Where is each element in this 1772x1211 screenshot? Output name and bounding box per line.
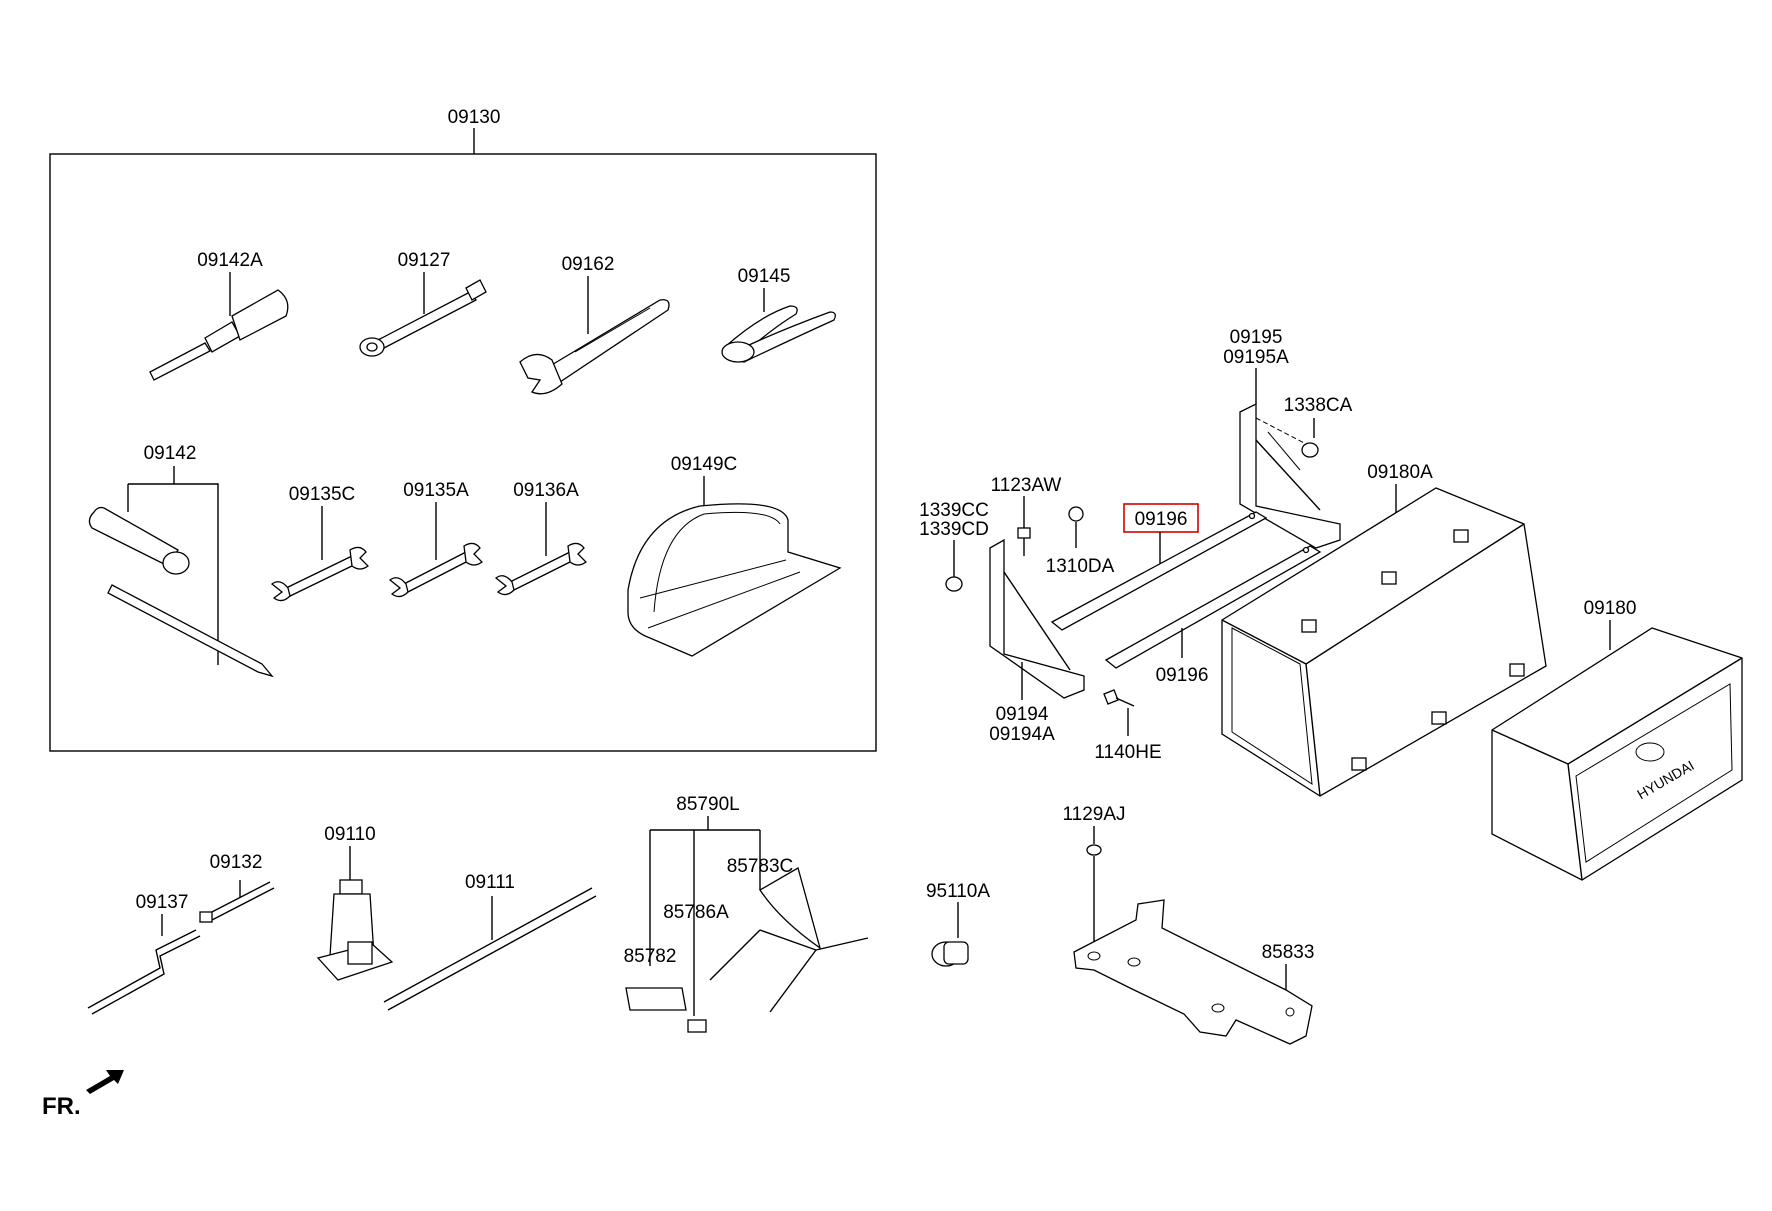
tool-box-09180[interactable]: HYUNDAI — [1491, 620, 1743, 881]
label-09195A[interactable]: 09195A — [1223, 347, 1289, 368]
label-09194[interactable]: 09194 — [996, 704, 1049, 725]
jack-handle-rod[interactable] — [383, 887, 597, 1011]
label-09137[interactable]: 09137 — [136, 892, 189, 913]
label-09149C[interactable]: 09149C — [671, 454, 738, 475]
label-09132[interactable]: 09132 — [210, 852, 263, 873]
strap-09196[interactable] — [1050, 511, 1322, 669]
label-85790L[interactable]: 85790L — [676, 794, 739, 815]
front-direction-indicator: FR. — [42, 1070, 124, 1120]
label-09194A[interactable]: 09194A — [989, 724, 1055, 745]
bolt-1140he[interactable] — [1103, 689, 1135, 736]
highlight-box — [1123, 503, 1199, 533]
label-95110A[interactable]: 95110A — [926, 881, 990, 902]
label-09135C[interactable]: 09135C — [289, 484, 356, 505]
label-1339CD[interactable]: 1339CD — [919, 519, 989, 540]
label-09196[interactable]: 09196 — [1156, 665, 1209, 686]
label-85786A[interactable]: 85786A — [663, 902, 729, 923]
arrow-icon — [86, 1070, 124, 1094]
label-09110[interactable]: 09110 — [324, 824, 375, 845]
socket-wrench[interactable] — [359, 272, 487, 357]
label-1310DA[interactable]: 1310DA — [1046, 556, 1115, 577]
label-85833[interactable]: 85833 — [1262, 942, 1315, 963]
label-09136A[interactable]: 09136A — [513, 480, 579, 501]
label-09180[interactable]: 09180 — [1584, 598, 1637, 619]
nut-1338ca[interactable] — [1301, 418, 1319, 458]
bolt-1123aw[interactable] — [1017, 496, 1031, 556]
nut-1339cc[interactable] — [945, 540, 963, 592]
label-09145[interactable]: 09145 — [738, 266, 791, 287]
pliers[interactable] — [721, 288, 836, 363]
label-09142A[interactable]: 09142A — [197, 250, 263, 271]
label-09142[interactable]: 09142 — [144, 443, 197, 464]
bracket-09194[interactable] — [989, 538, 1085, 700]
label-09135A[interactable]: 09135A — [403, 480, 469, 501]
spanner-09135a[interactable] — [388, 502, 483, 598]
tool-box-09180a[interactable] — [1221, 484, 1547, 797]
screwdriver-large[interactable] — [88, 466, 274, 678]
screw-1129aj[interactable] — [1086, 826, 1102, 946]
label-09195[interactable]: 09195 — [1230, 327, 1283, 348]
label-09111[interactable]: 09111 — [465, 872, 515, 893]
label-1140HE[interactable]: 1140HE — [1094, 742, 1161, 763]
label-85782[interactable]: 85782 — [624, 946, 677, 967]
nut-1310da[interactable] — [1068, 506, 1084, 548]
direction-label: FR. — [42, 1093, 81, 1120]
tool-kit-frame — [49, 153, 877, 752]
spanner-09136a[interactable] — [494, 502, 587, 596]
label-09180A[interactable]: 09180A — [1367, 462, 1433, 483]
hydraulic-jack[interactable] — [316, 846, 394, 981]
screwdriver-small[interactable] — [149, 272, 289, 381]
label-1129AJ[interactable]: 1129AJ — [1062, 804, 1125, 825]
label-09127[interactable]: 09127 — [398, 250, 451, 271]
bracket-09195[interactable] — [1239, 368, 1341, 549]
adjustable-wrench[interactable] — [519, 276, 670, 395]
crank-handle[interactable] — [87, 880, 275, 1015]
label-1338CA[interactable]: 1338CA — [1284, 395, 1353, 416]
warning-triangle-set[interactable] — [625, 816, 869, 1033]
label-1339CC[interactable]: 1339CC — [919, 500, 989, 521]
label-09162[interactable]: 09162 — [562, 254, 615, 275]
spanner-09135c[interactable] — [270, 506, 369, 602]
label-85783C[interactable]: 85783C — [727, 856, 794, 877]
connector-95110a[interactable] — [931, 902, 969, 967]
label-1123AW[interactable]: 1123AW — [991, 475, 1062, 496]
label-09130[interactable]: 09130 — [448, 107, 501, 128]
tool-bag[interactable] — [627, 476, 842, 657]
bracket-plate-85833[interactable] — [1073, 899, 1313, 1045]
label-09196-highlighted[interactable]: 09196 — [1135, 509, 1188, 530]
